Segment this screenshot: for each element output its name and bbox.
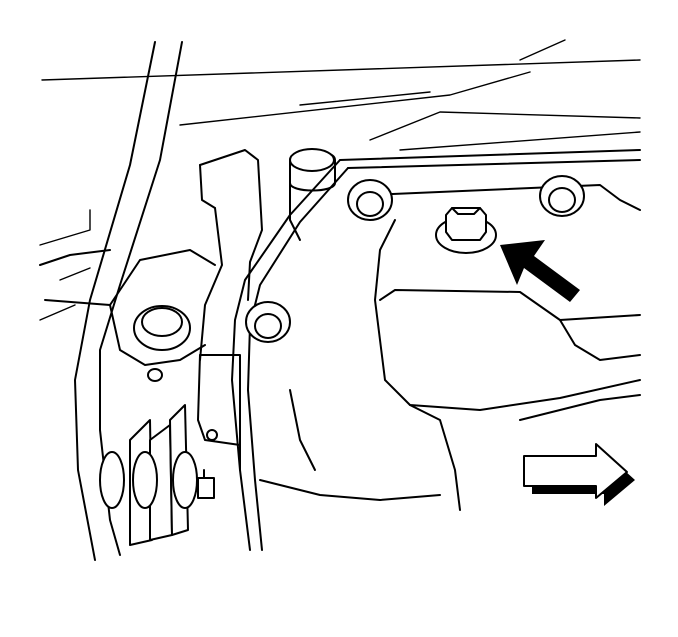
engine-mount-bracket [39, 149, 263, 382]
background-structure [39, 39, 641, 321]
flange-bolt-1 [347, 179, 393, 221]
flange-bolt-3 [245, 301, 291, 343]
lower-bracket-assembly [99, 354, 241, 546]
mount-bolt-top [289, 148, 336, 241]
housing-outline [231, 149, 641, 551]
flange-bolts [245, 175, 585, 343]
diagonal-tube [74, 41, 183, 561]
target-bolt [435, 207, 497, 254]
forward-arrow-icon [523, 443, 635, 506]
callout-arrow [500, 240, 580, 302]
flange-bolt-2 [539, 175, 585, 217]
